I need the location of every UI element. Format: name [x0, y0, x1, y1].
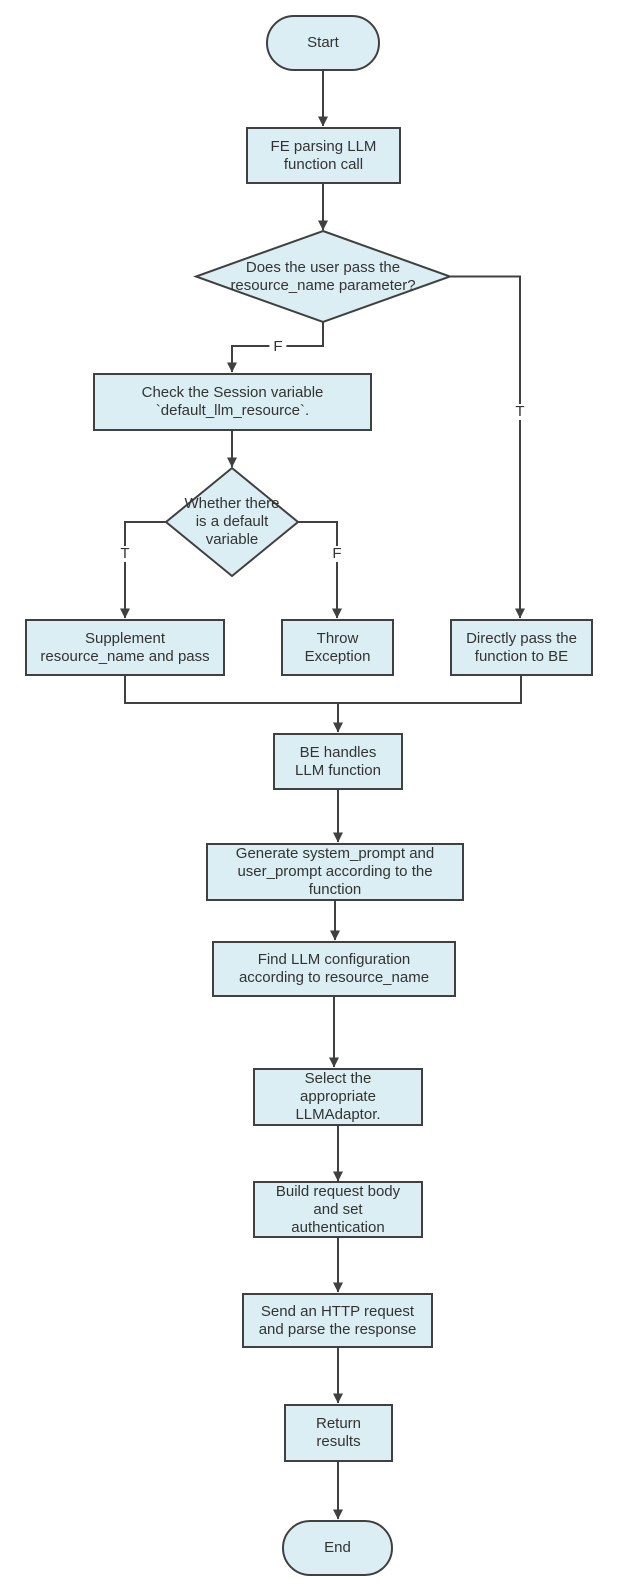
- edge-decision-pass-true-to-directly: [450, 275, 525, 619]
- node-throw-exception: Throw Exception: [281, 619, 394, 676]
- node-select-llm-adaptor: Select the appropriate LLMAdaptor.: [253, 1068, 423, 1126]
- node-start: Start: [266, 15, 380, 71]
- node-end: End: [282, 1520, 393, 1576]
- node-find-llm-configuration: Find LLM configuration according to reso…: [212, 941, 456, 997]
- edge-label-decision-pass-true: T: [511, 404, 529, 420]
- node-directly-pass-to-be: Directly pass the function to BE: [450, 619, 593, 676]
- edge-label-decision-pass-false: F: [269, 339, 287, 355]
- edge-decision-default-false-to-throw: [298, 521, 342, 619]
- edge-directly-to-merge: [338, 676, 522, 704]
- node-be-handles-function: BE handles LLM function: [273, 733, 403, 790]
- node-decision-default-variable: Whether there is a default variable: [184, 495, 280, 548]
- node-supplement-resource-name: Supplement resource_name and pass: [25, 619, 225, 676]
- edge-label-decision-default-true: T: [116, 546, 134, 562]
- node-send-http-request: Send an HTTP request and parse the respo…: [242, 1293, 433, 1348]
- node-return-results: Return results: [284, 1404, 393, 1462]
- edge-label-decision-default-false: F: [328, 546, 346, 562]
- node-fe-parsing: FE parsing LLM function call: [246, 127, 401, 184]
- node-check-session-variable: Check the Session variable `default_llm_…: [93, 373, 372, 431]
- decision-default-diamond: [164, 466, 300, 578]
- edge-supplement-to-merge: [124, 676, 338, 704]
- node-decision-resource-name: Does the user pass the resource_name par…: [230, 258, 416, 294]
- node-generate-prompts: Generate system_prompt and user_prompt a…: [206, 843, 464, 901]
- edge-decision-default-true-to-supplement: [120, 521, 166, 619]
- node-build-request-body: Build request body and set authenticatio…: [253, 1181, 423, 1238]
